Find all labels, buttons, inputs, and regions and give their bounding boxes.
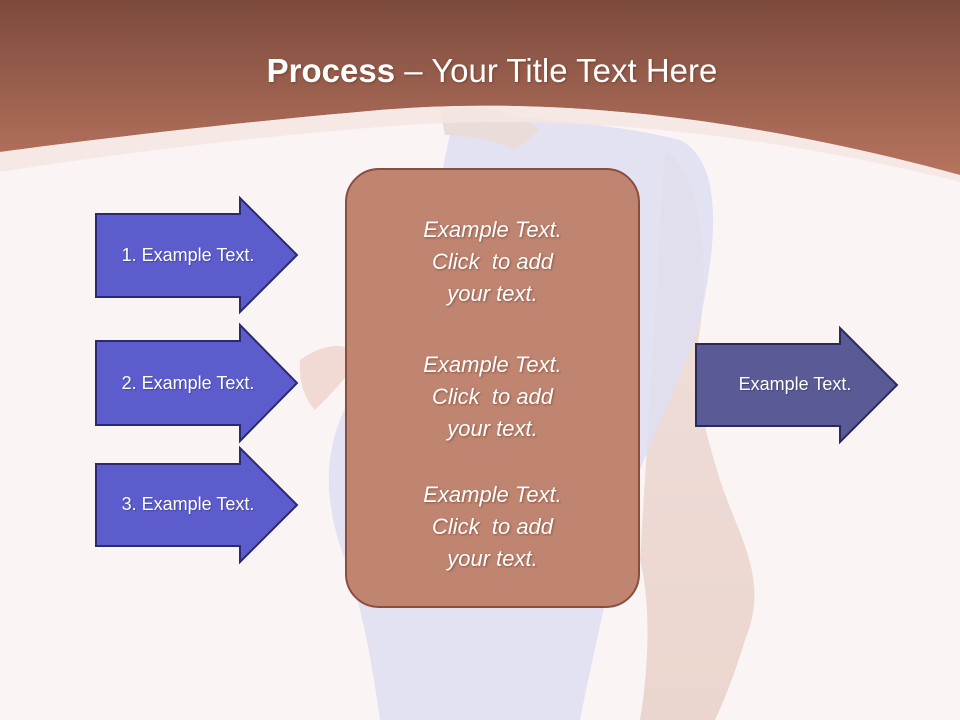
center-block-1-line-1: Example Text. bbox=[423, 217, 562, 242]
center-block-1-line-2: Click to add bbox=[431, 249, 554, 274]
right-arrow-shape[interactable] bbox=[695, 325, 899, 445]
center-block-2-line-3: your text. bbox=[447, 416, 538, 441]
center-text-block-2: Example Text. Click to add your text. bbox=[347, 349, 638, 445]
center-text-block-1: Example Text. Click to add your text. bbox=[347, 214, 638, 310]
center-block-2-line-2: Click to add bbox=[431, 384, 554, 409]
left-arrow-2-shape[interactable] bbox=[95, 322, 299, 444]
center-block-3-line-1: Example Text. bbox=[423, 482, 562, 507]
right-arrow-label: Example Text. bbox=[738, 374, 852, 394]
center-block-3-line-3: your text. bbox=[447, 546, 538, 571]
title-rest-text: – Your Title Text Here bbox=[395, 52, 718, 89]
slide-title[interactable]: Process – Your Title Text Here bbox=[0, 52, 960, 90]
center-text-box[interactable]: Example Text. Click to add your text. Ex… bbox=[345, 168, 640, 608]
title-bold-text: Process bbox=[266, 52, 396, 89]
center-text-block-3: Example Text. Click to add your text. bbox=[347, 479, 638, 575]
center-block-3-line-2: Click to add bbox=[431, 514, 554, 539]
left-arrow-1-label: 1. Example Text. bbox=[121, 245, 255, 265]
center-block-2-line-1: Example Text. bbox=[423, 352, 562, 377]
left-arrow-3-label: 3. Example Text. bbox=[121, 494, 255, 514]
left-arrow-3-shape[interactable] bbox=[95, 445, 299, 565]
center-block-1-line-3: your text. bbox=[447, 281, 538, 306]
left-arrow-2-label: 2. Example Text. bbox=[121, 373, 255, 393]
left-arrow-1-shape[interactable] bbox=[95, 195, 299, 315]
